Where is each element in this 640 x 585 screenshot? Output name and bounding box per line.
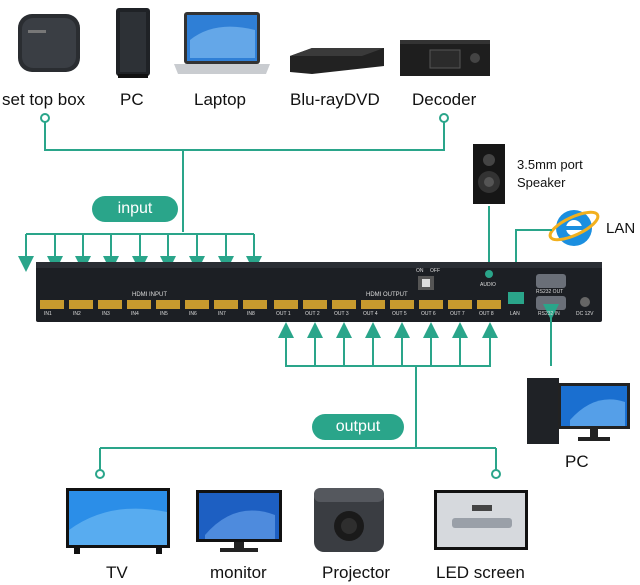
lan-port xyxy=(508,292,524,304)
device-off-label: OFF xyxy=(430,268,440,274)
bluray-player-icon xyxy=(290,48,384,74)
port-in1: IN1 xyxy=(44,311,52,317)
label-pc-right: PC xyxy=(565,452,589,471)
port-out5: OUT 5 xyxy=(392,311,407,317)
port-out7: OUT 7 xyxy=(450,311,465,317)
speaker-icon xyxy=(473,144,505,204)
label-set-top-box: set top box xyxy=(2,90,86,109)
label-projector: Projector xyxy=(322,563,391,582)
port-in7: IN7 xyxy=(218,311,226,317)
laptop-icon xyxy=(174,12,270,74)
power-switch xyxy=(418,276,434,290)
projector-icon xyxy=(314,488,384,552)
tv-icon xyxy=(66,488,170,554)
pc-tower-icon xyxy=(116,8,150,78)
port-out8: OUT 8 xyxy=(479,311,494,317)
device-audio-label: AUDIO xyxy=(480,282,496,288)
device-rs232-in-label: RS232 IN xyxy=(538,311,560,317)
pc-right-icon xyxy=(527,378,630,444)
device-rs232-out-label: RS232 OUT xyxy=(536,289,564,295)
input-connections xyxy=(18,113,449,272)
label-laptop: Laptop xyxy=(194,90,246,109)
port-out6: OUT 6 xyxy=(421,311,436,317)
label-tv: TV xyxy=(106,563,128,582)
hdmi-output-ports xyxy=(274,300,501,309)
port-in2: IN2 xyxy=(73,311,81,317)
label-bluray: Blu-rayDVD xyxy=(290,90,380,109)
port-in4: IN4 xyxy=(131,311,139,317)
input-pill: input xyxy=(92,196,178,222)
hdmi-input-ports xyxy=(40,300,267,309)
output-pill: output xyxy=(312,414,404,440)
label-lan: LAN xyxy=(606,220,636,237)
port-out4: OUT 4 xyxy=(363,311,378,317)
port-in5: IN5 xyxy=(160,311,168,317)
monitor-icon xyxy=(196,490,282,552)
internet-explorer-icon xyxy=(548,210,600,246)
port-in6: IN6 xyxy=(189,311,197,317)
port-in3: IN3 xyxy=(102,311,110,317)
label-pc: PC xyxy=(120,90,144,109)
port-out2: OUT 2 xyxy=(305,311,320,317)
device-hdmi-input-label: HDMI INPUT xyxy=(132,292,167,298)
set-top-box-icon xyxy=(18,14,80,72)
device-hdmi-output-label: HDMI OUTPUT xyxy=(366,292,408,298)
led-screen-icon xyxy=(434,490,528,550)
port-out3: OUT 3 xyxy=(334,311,349,317)
port-in8: IN8 xyxy=(247,311,255,317)
device-dc-label: DC 12V xyxy=(576,311,594,317)
device-on-label: ON xyxy=(416,268,424,274)
output-connections xyxy=(95,304,559,479)
port-out1: OUT 1 xyxy=(276,311,291,317)
dc-power-jack xyxy=(580,297,590,307)
speaker-line2: Speaker xyxy=(517,175,566,190)
device-lan-label: LAN xyxy=(510,311,520,317)
decoder-icon xyxy=(400,40,490,76)
label-decoder: Decoder xyxy=(412,90,477,109)
speaker-line1: 3.5mm port xyxy=(517,157,583,172)
label-monitor: monitor xyxy=(210,563,267,582)
audio-jack xyxy=(485,270,493,278)
label-led-screen: LED screen xyxy=(436,563,525,582)
